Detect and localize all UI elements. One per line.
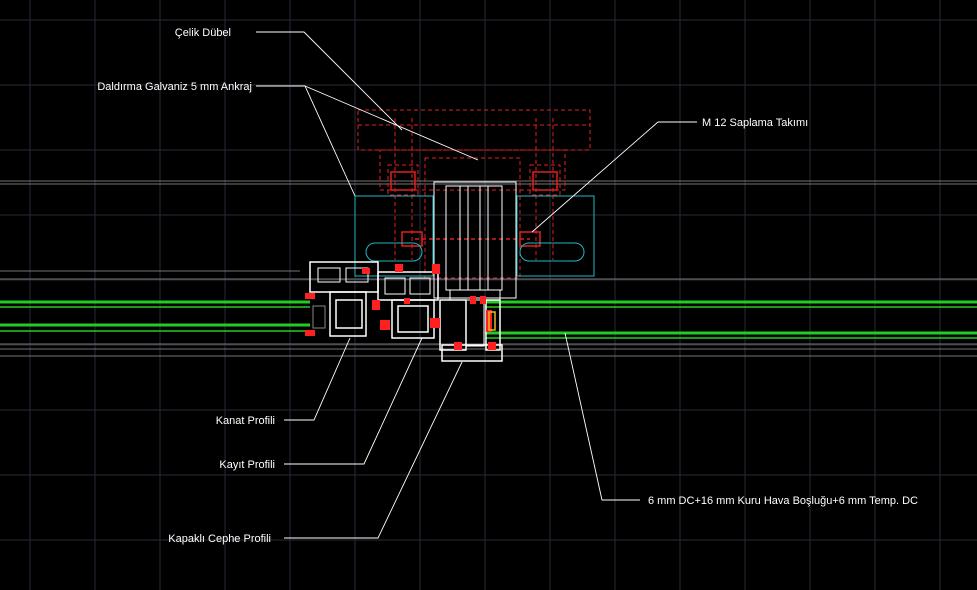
steel-anchor-hidden-lines [357, 109, 591, 279]
dowel-nuts [390, 171, 558, 247]
yellow-spacer [488, 311, 496, 331]
leader-ankraj-1 [256, 85, 356, 197]
mullion-profile [433, 181, 517, 301]
leader-saplama [531, 121, 697, 233]
profile-cavities [317, 267, 485, 347]
label-celik-dubel: Çelik Dübel [175, 27, 231, 39]
label-kanat: Kanat Profili [216, 415, 275, 427]
dark-setting-block [312, 305, 326, 329]
label-kapakli: Kapaklı Cephe Profili [168, 533, 271, 545]
leader-celik-dubel [256, 31, 403, 131]
leader-ankraj-2 [304, 85, 479, 161]
leader-lines [256, 31, 697, 539]
label-ankraj: Daldırma Galvaniz 5 mm Ankraj [97, 81, 252, 93]
labels: Çelik Dübel Daldırma Galvaniz 5 mm Ankra… [97, 27, 918, 545]
galvanized-anchor-plates [354, 195, 595, 277]
leader-kayit [284, 337, 423, 465]
leader-kanat [284, 337, 351, 421]
label-saplama: M 12 Saplama Takımı [702, 117, 808, 129]
leader-kapakli [284, 361, 463, 539]
leader-cam [564, 332, 640, 501]
label-cam: 6 mm DC+16 mm Kuru Hava Boşluğu+6 mm Tem… [648, 495, 918, 507]
label-kayit: Kayıt Profili [219, 459, 275, 471]
gaskets [305, 264, 496, 350]
glass-panes [0, 300, 977, 339]
